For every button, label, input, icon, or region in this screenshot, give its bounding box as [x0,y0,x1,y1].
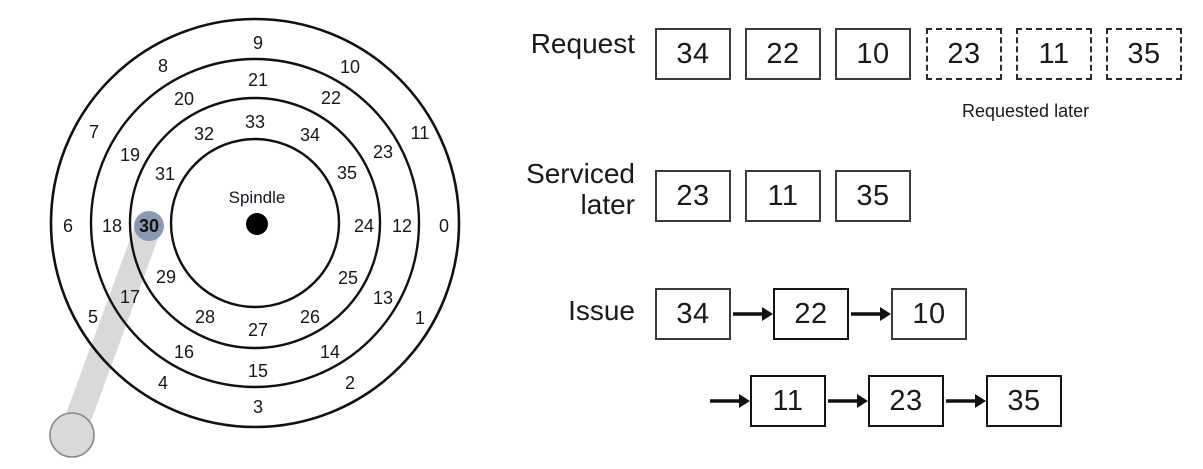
track-number-33: 33 [244,112,266,132]
sequence-rows: Request 34 22 10 23 11 35 Requested late… [480,0,1203,469]
serviced-later-row-label: Serviced later [526,158,635,221]
track-number-17: 17 [119,287,141,307]
issue-line2-cell-0[interactable]: 11 [750,375,826,427]
track-number-9: 9 [252,33,264,53]
track-number-21: 21 [247,70,269,90]
request-cell-0[interactable]: 34 [655,28,731,80]
track-number-0: 0 [438,216,450,236]
track-number-29: 29 [155,267,177,287]
track-number-27: 27 [247,320,269,340]
track-ring-outer [49,17,461,429]
track-number-5: 5 [87,307,99,327]
track-number-22: 22 [320,88,342,108]
spindle-hub [246,213,268,235]
requested-later-caption: Requested later [962,101,1090,121]
track-number-24: 24 [353,216,375,236]
track-number-20: 20 [173,89,195,109]
issue-line1-cell-2[interactable]: 10 [891,288,967,340]
read-write-head-highlight [134,211,164,241]
track-number-23: 23 [372,142,394,162]
issue-arrow-4-icon [828,394,868,408]
track-number-11: 11 [410,123,430,143]
issue-row-label: Issue [568,295,635,326]
track-number-8: 8 [157,56,169,76]
issue-line2-cell-1[interactable]: 23 [868,375,944,427]
track-number-15: 15 [247,361,269,381]
issue-line2-cell-2[interactable]: 35 [986,375,1062,427]
track-number-28: 28 [194,307,216,327]
track-number-2: 2 [344,373,356,393]
track-number-12: 12 [391,216,413,236]
issue-arrow-1-icon [733,307,773,321]
serviced-later-cell-1[interactable]: 11 [745,170,821,222]
actuator-arm [49,215,161,458]
arm-pivot [49,412,95,458]
issue-line1-cell-1[interactable]: 22 [773,288,849,340]
track-number-26: 26 [299,307,321,327]
serviced-later-cell-0[interactable]: 23 [655,170,731,222]
disk-platter-svg [49,17,461,458]
track-number-3: 3 [252,397,264,417]
track-number-7: 7 [88,122,100,142]
request-cell-1[interactable]: 22 [745,28,821,80]
issue-line1-cell-0[interactable]: 34 [655,288,731,340]
issue-arrow-5-icon [946,394,986,408]
serviced-later-cell-2[interactable]: 35 [835,170,911,222]
track-ring-inner [169,137,341,309]
issue-arrow-2-icon [851,307,891,321]
track-number-16: 16 [173,342,195,362]
track-number-4: 4 [157,373,169,393]
track-ring-3 [128,96,382,350]
track-number-13: 13 [372,288,394,308]
track-number-10: 10 [339,57,361,77]
track-number-1: 1 [414,308,426,328]
request-cell-3[interactable]: 23 [926,28,1002,80]
request-cell-4[interactable]: 11 [1016,28,1092,80]
issue-arrow-3-icon [710,394,750,408]
track-number-14: 14 [319,342,341,362]
track-number-18: 18 [101,216,123,236]
request-cell-2[interactable]: 10 [835,28,911,80]
request-row-label: Request [530,28,635,59]
track-number-31: 31 [154,164,176,184]
track-number-6: 6 [62,216,74,236]
request-cell-5[interactable]: 35 [1106,28,1182,80]
track-number-35: 35 [336,163,358,183]
track-ring-2 [89,57,421,389]
track-number-30: 30 [138,216,160,236]
track-number-32: 32 [193,124,215,144]
track-number-34: 34 [299,125,321,145]
track-number-19: 19 [119,145,141,165]
track-number-25: 25 [337,268,359,288]
spindle-label: Spindle [228,188,286,207]
